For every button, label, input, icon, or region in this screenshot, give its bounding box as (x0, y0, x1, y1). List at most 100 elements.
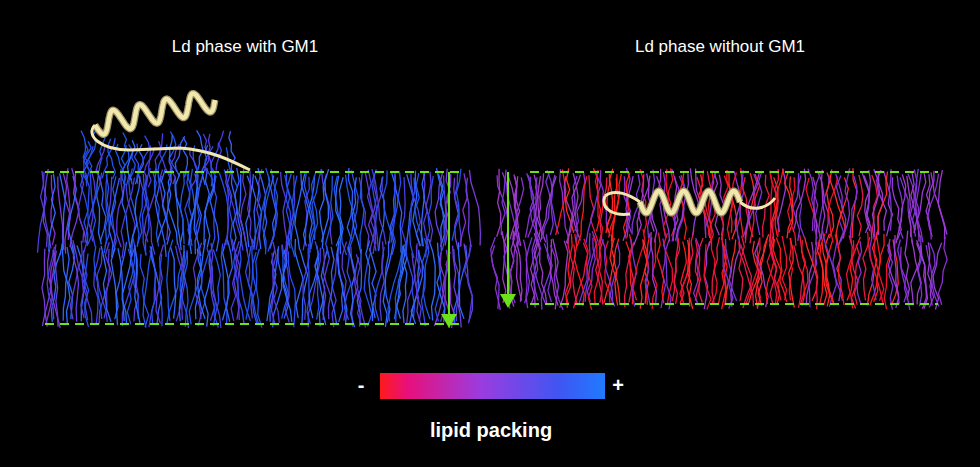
lipid-chain (789, 238, 795, 308)
lipid-chain (782, 236, 786, 301)
lipid-chain (610, 235, 620, 305)
lipid-chain (283, 250, 291, 322)
lipid-chain (109, 178, 119, 257)
lipid-chain (524, 240, 528, 309)
lipid-chain (836, 177, 848, 244)
lipid-chain (143, 253, 151, 327)
lipid-chain (896, 174, 906, 243)
lipid-chain (793, 169, 805, 232)
lipid-chain (609, 174, 622, 238)
thickness-markers (45, 172, 938, 324)
helix-ribbon (95, 93, 215, 134)
lipid-chain (256, 249, 262, 328)
lipid-chain (360, 171, 364, 248)
lipid-chain (347, 168, 352, 239)
lipid-chain (373, 178, 382, 254)
lipid-chain (189, 173, 197, 254)
lipid-chain (749, 241, 759, 303)
lipid-chain (348, 247, 355, 328)
lipid-chain (454, 245, 467, 323)
lipid-chain (229, 131, 235, 171)
lipid-chain (180, 172, 184, 245)
lipid-chain (596, 235, 603, 304)
lipid-chain (240, 168, 246, 246)
lipid-chain (806, 178, 820, 247)
scale-label: lipid packing (430, 419, 552, 442)
lipid-chain (793, 175, 801, 241)
lipid-chain (865, 170, 871, 231)
lipid-chain (657, 233, 664, 304)
lipid-chain (938, 237, 947, 305)
lipid-chain (101, 246, 111, 322)
lipid-chain (88, 173, 102, 245)
lipid-chain (160, 254, 162, 326)
lipid-chain (345, 248, 351, 320)
lipid-chain (921, 245, 928, 308)
scale-max: + (612, 374, 624, 397)
lipid-chain (121, 178, 134, 259)
lipid-chain (403, 249, 407, 323)
lipid-chain (465, 245, 473, 322)
lipid-chain (105, 172, 109, 247)
lipid-chain (464, 244, 472, 324)
lipid-chain (905, 231, 909, 300)
lipid-chain (599, 177, 607, 245)
lipid-chain (515, 177, 523, 245)
lipid-chain (83, 250, 92, 325)
lipid-chain (176, 173, 183, 243)
lipid-chain (128, 140, 135, 180)
lipid-chain (205, 176, 216, 248)
lipid-chain (312, 169, 321, 240)
lipid-chain (140, 254, 148, 327)
lipid-chain (168, 170, 177, 245)
lipid-chain (926, 171, 934, 231)
lipid-chain (927, 174, 938, 240)
lipid-chain (85, 254, 89, 327)
lipid-chain (60, 173, 66, 255)
lipid-chain (42, 249, 47, 327)
lipid-chain (442, 176, 446, 251)
lipid-chain (551, 245, 564, 310)
lipid-chain (422, 172, 426, 247)
lipid-chain (568, 234, 577, 304)
lipid-chain (857, 241, 862, 304)
lipid-chain (272, 253, 279, 323)
lipid-chain (712, 237, 719, 303)
lipid-chain (469, 170, 480, 246)
lipid-chain (50, 251, 60, 328)
lipid-chain (158, 145, 167, 185)
lipid-chain (307, 248, 310, 324)
lipid-chain (391, 171, 401, 243)
peptide-helix (92, 93, 775, 214)
lipid-chain (889, 169, 891, 231)
helix-ribbon (640, 191, 740, 213)
lipid-chain (224, 171, 231, 248)
lipid-chain (874, 232, 884, 301)
helix-ribbon (640, 191, 740, 213)
lipid-chain (111, 248, 117, 326)
lipid-chain (528, 177, 538, 237)
lipid-bilayer (491, 168, 947, 310)
color-bar (380, 373, 605, 399)
lipid-chain (680, 241, 686, 303)
lipid-chain (126, 174, 135, 250)
lipid-chain (70, 171, 79, 247)
lipid-chain (513, 231, 521, 301)
lipid-chain (835, 235, 844, 306)
lipid-chain (429, 239, 436, 321)
lipid-chain (97, 252, 107, 322)
lipid-chain (938, 170, 944, 239)
lipid-chain (150, 246, 156, 324)
lipid-chain (137, 168, 150, 244)
lipid-chain (773, 239, 787, 302)
lipid-chain (180, 252, 188, 328)
panel-title: Ld phase without GM1 (635, 37, 805, 57)
lipid-chain (574, 234, 584, 306)
lipid-chain (538, 242, 547, 304)
lipid-chain (556, 169, 566, 235)
lipid-chain (788, 177, 796, 246)
lipid-chain (584, 239, 592, 310)
lipid-chain (253, 168, 270, 244)
lipid-chain (148, 147, 155, 187)
lipid-chain (63, 173, 70, 254)
